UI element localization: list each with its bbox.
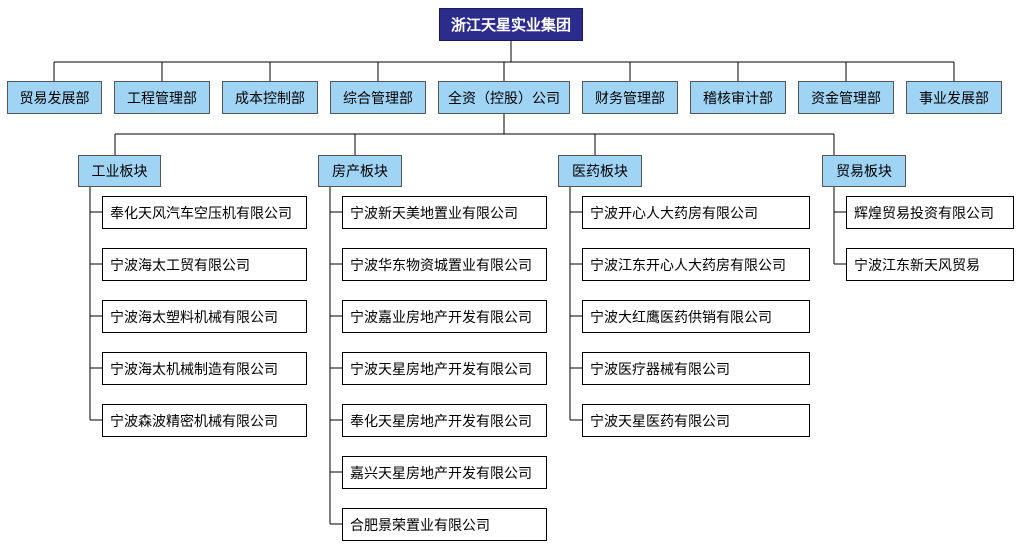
company-node: 宁波新天美地置业有限公司 (342, 196, 547, 229)
sector-node: 医药板块 (558, 155, 642, 187)
company-node: 辉煌贸易投资有限公司 (846, 196, 1014, 229)
dept-node: 工程管理部 (114, 81, 210, 114)
company-node: 奉化天星房地产开发有限公司 (342, 404, 547, 437)
company-node: 宁波嘉业房地产开发有限公司 (342, 300, 547, 333)
company-node: 宁波江东新天风贸易 (846, 248, 1014, 281)
dept-node: 成本控制部 (222, 81, 318, 114)
company-node: 宁波医疗器械有限公司 (582, 352, 810, 385)
company-node: 宁波天星房地产开发有限公司 (342, 352, 547, 385)
company-node: 嘉兴天星房地产开发有限公司 (342, 456, 547, 489)
company-node: 宁波森波精密机械有限公司 (102, 404, 307, 437)
dept-node: 财务管理部 (582, 81, 678, 114)
company-node: 宁波天星医药有限公司 (582, 404, 810, 437)
root-node: 浙江天星实业集团 (439, 8, 583, 41)
company-node: 奉化天风汽车空压机有限公司 (102, 196, 307, 229)
company-node: 合肥景荣置业有限公司 (342, 508, 547, 541)
dept-node: 稽核审计部 (690, 81, 786, 114)
dept-node: 综合管理部 (330, 81, 426, 114)
company-node: 宁波大红鹰医药供销有限公司 (582, 300, 810, 333)
company-node: 宁波海太工贸有限公司 (102, 248, 307, 281)
sector-node: 工业板块 (78, 155, 161, 187)
sector-node: 房产板块 (318, 155, 402, 187)
company-node: 宁波海太塑料机械有限公司 (102, 300, 307, 333)
sector-node: 贸易板块 (822, 155, 906, 187)
dept-node: 贸易发展部 (7, 81, 102, 114)
company-node: 宁波开心人大药房有限公司 (582, 196, 810, 229)
dept-node: 全资（控股）公司 (438, 81, 570, 114)
dept-node: 事业发展部 (906, 81, 1002, 114)
dept-node: 资金管理部 (798, 81, 894, 114)
company-node: 宁波海太机械制造有限公司 (102, 352, 307, 385)
company-node: 宁波华东物资城置业有限公司 (342, 248, 547, 281)
company-node: 宁波江东开心人大药房有限公司 (582, 248, 810, 281)
